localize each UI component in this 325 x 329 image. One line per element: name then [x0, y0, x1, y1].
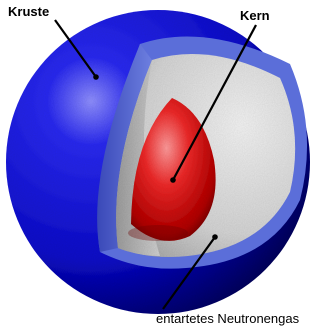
core-label: Kern [240, 9, 270, 22]
neutron-gas-leader-dot [212, 234, 218, 240]
crust-leader-dot [93, 74, 99, 80]
core-shadow [128, 225, 188, 241]
crust-label: Kruste [8, 5, 49, 18]
neutron-gas-label: entartetes Neutronengas [156, 312, 299, 325]
core-leader-dot [170, 177, 176, 183]
